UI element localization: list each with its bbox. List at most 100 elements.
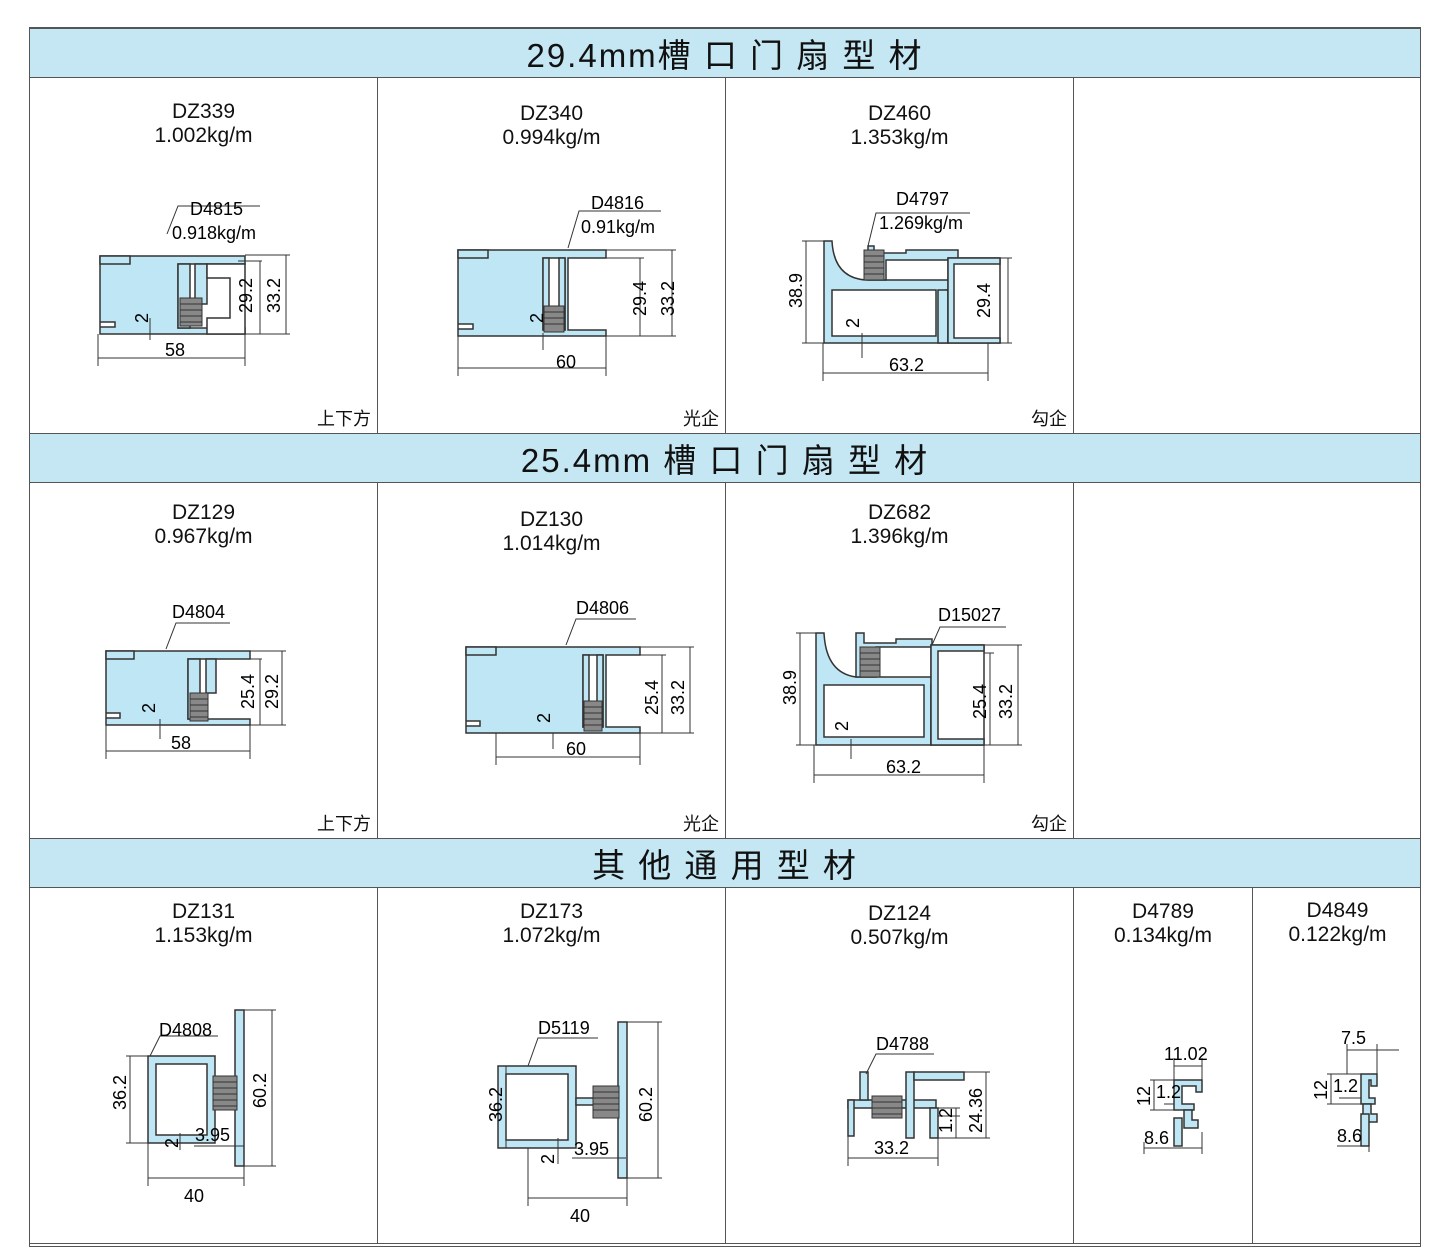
- section-header-1: 29.4mm槽 口 门 扇 型 材: [30, 28, 1420, 78]
- dim-width: 58: [165, 340, 185, 360]
- dim-thickness: 2: [132, 313, 152, 323]
- profile-code: DZ340: [519, 102, 584, 125]
- sub-profile-code: D15027: [938, 605, 1001, 625]
- profile-drawing: D4788 33.2 1.2 24.36: [847, 1034, 990, 1166]
- dim-thickness: 2: [832, 721, 852, 731]
- section-header-2: 25.4mm 槽 口 门 扇 型 材: [30, 433, 1420, 483]
- bottom-rule: [30, 1243, 1420, 1244]
- profile-code: D4789: [1132, 900, 1194, 923]
- sub-profile-weight: 0.91kg/m: [581, 217, 655, 237]
- dim-thickness: 1.2: [1156, 1082, 1181, 1102]
- sub-profile-code: D4806: [576, 598, 629, 618]
- dim-height: 36.2: [486, 1087, 506, 1122]
- profile-category: 勾企: [1031, 409, 1067, 430]
- dim-width: 63.2: [886, 757, 921, 777]
- dim-thickness: 1.2: [1333, 1076, 1358, 1096]
- empty-cell: [1074, 78, 1422, 433]
- profile-weight: 0.122kg/m: [1288, 923, 1387, 946]
- profile-weight: 1.072kg/m: [502, 924, 601, 947]
- profile-drawing: D15027 63.2 2 38.9 25.4 33.2: [780, 605, 1022, 783]
- dim-height: 12: [1134, 1086, 1154, 1106]
- profile-drawing: 7.5 12 1.2 8.6: [1311, 1028, 1399, 1152]
- dim-height: 12: [1311, 1080, 1331, 1100]
- section-header-3: 其 他 通 用 型 材: [30, 838, 1420, 888]
- profile-cell-dz173: DZ173 1.072kg/m D5119 40 2 3.95 36.2: [378, 888, 726, 1243]
- dim-thickness: 2: [843, 318, 863, 328]
- dim-thickness: 2: [538, 1154, 558, 1164]
- profile-drawing: D4804 58 2 25.4 29.2: [105, 602, 286, 759]
- profile-cell-dz339: DZ339 1.002kg/m D4815 0.918kg/m 58: [30, 78, 378, 433]
- profile-code: DZ682: [867, 501, 932, 524]
- profile-category: 上下方: [317, 814, 371, 835]
- sub-profile-code: D5119: [538, 1018, 590, 1038]
- profile-code: DZ460: [867, 102, 932, 125]
- dim-slot: 25.4: [642, 680, 662, 715]
- profile-cell-dz131: DZ131 1.153kg/m D4808 40 2 3.95 36.2: [30, 888, 378, 1243]
- profile-drawing: D5119 40 2 3.95 36.2 60.2: [486, 1018, 662, 1226]
- section-title: 29.4mm槽 口 门 扇 型 材: [526, 37, 924, 74]
- empty-cell: [1074, 483, 1422, 838]
- dim-width: 7.5: [1341, 1028, 1366, 1048]
- dim-height: 29.2: [262, 674, 282, 709]
- profile-weight: 0.967kg/m: [154, 525, 253, 548]
- profile-cell-dz682: DZ682 1.396kg/m D15027 63.2 2: [726, 483, 1074, 838]
- dim-depth: 8.6: [1337, 1126, 1362, 1146]
- profile-code: D4849: [1306, 899, 1369, 922]
- profile-category: 上下方: [317, 409, 371, 430]
- dim-gap: 3.95: [195, 1125, 230, 1145]
- dim-height: 33.2: [658, 281, 678, 316]
- dim-height: 36.2: [110, 1075, 130, 1110]
- sub-profile-code: D4815: [190, 199, 243, 219]
- dim-thickness: 2: [527, 313, 547, 323]
- dim-slot: 29.4: [630, 281, 650, 316]
- profile-code: DZ124: [867, 902, 932, 925]
- dim-width: 63.2: [889, 355, 924, 375]
- dim-width: 60: [566, 739, 586, 759]
- sub-profile-code: D4808: [159, 1020, 212, 1040]
- profile-weight: 1.353kg/m: [850, 126, 949, 149]
- profile-cell-dz124: DZ124 0.507kg/m D4788 33.2 1.2 24.3: [726, 888, 1074, 1243]
- section-title: 25.4mm 槽 口 门 扇 型 材: [520, 442, 930, 479]
- dim-total: 33.2: [996, 684, 1016, 719]
- dim-width: 40: [184, 1186, 204, 1206]
- profile-code: DZ131: [171, 900, 236, 923]
- profile-code: DZ173: [519, 900, 584, 923]
- sub-profile-weight: 0.918kg/m: [172, 223, 256, 243]
- dim-thickness: 2: [162, 1138, 182, 1148]
- sub-profile-code: D4797: [896, 189, 949, 209]
- profile-weight: 0.994kg/m: [502, 126, 601, 149]
- profile-weight: 0.507kg/m: [850, 926, 949, 949]
- dim-slot: 25.4: [970, 684, 990, 719]
- profile-drawing: D4815 0.918kg/m 58 2 29.2 33.2: [97, 199, 290, 366]
- dim-height: 24.36: [966, 1088, 986, 1133]
- profile-drawing: D4816 0.91kg/m 60 2 29.4 33.2: [457, 193, 678, 376]
- dim-height: 33.2: [264, 278, 284, 313]
- profile-cell-d4789: D4789 0.134kg/m 11.02 12 1.2 8.6: [1074, 888, 1253, 1243]
- dim-thickness: 1.2: [936, 1108, 956, 1133]
- dim-height: 33.2: [668, 680, 688, 715]
- dim-width: 33.2: [874, 1138, 909, 1158]
- sub-profile-code: D4816: [591, 193, 644, 213]
- profile-category: 光企: [683, 814, 719, 835]
- profile-cell-dz460: DZ460 1.353kg/m D4797 1.269kg/m: [726, 78, 1074, 433]
- dim-slot: 25.4: [238, 674, 258, 709]
- dim-total-height: 60.2: [636, 1087, 656, 1122]
- section-title: 其 他 通 用 型 材: [592, 847, 858, 884]
- sub-profile-weight: 1.269kg/m: [879, 213, 963, 233]
- profile-drawing: D4806 60 2 25.4 33.2: [465, 598, 694, 765]
- dim-slot: 29.2: [236, 278, 256, 313]
- profile-cell-d4849: D4849 0.122kg/m 7.5 12 1.2 8.6: [1253, 888, 1422, 1243]
- dim-depth: 8.6: [1144, 1128, 1169, 1148]
- dim-gap: 3.95: [574, 1139, 609, 1159]
- dim-height: 38.9: [786, 273, 806, 308]
- profile-weight: 1.153kg/m: [154, 924, 253, 947]
- dim-thickness: 2: [534, 713, 554, 723]
- dim-width: 60: [556, 352, 576, 372]
- profile-code: DZ339: [171, 100, 236, 123]
- dim-thickness: 2: [139, 703, 159, 713]
- dim-width: 11.02: [1164, 1044, 1208, 1064]
- dim-slot: 29.4: [974, 283, 994, 318]
- sub-profile-code: D4788: [876, 1034, 929, 1054]
- profile-category: 光企: [683, 409, 719, 430]
- profile-drawing: D4808 40 2 3.95 36.2 60.2: [110, 1009, 276, 1206]
